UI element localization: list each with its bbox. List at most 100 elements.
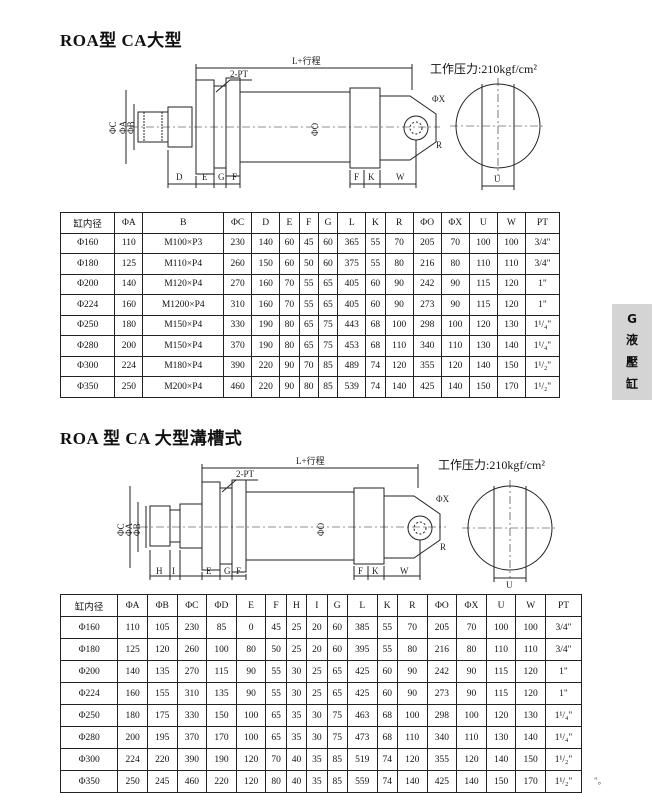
table-cell: 340 — [412, 335, 442, 357]
table-cell: 125 — [117, 638, 148, 661]
section1-port-label: 2-PT — [230, 69, 249, 79]
table-cell: 425 — [426, 770, 458, 793]
table-cell: 443 — [337, 314, 367, 336]
table-cell: 120 — [396, 748, 428, 771]
dimension-label: F — [358, 566, 363, 576]
dimension-label: ΦA — [118, 120, 128, 134]
table-cell: 35 — [306, 748, 328, 771]
bore-size-cell: Φ224 — [59, 682, 119, 705]
table-cell: 65 — [265, 726, 287, 749]
dimension-label: ΦX — [436, 494, 450, 504]
table-cell: 1¹/₂" — [544, 770, 583, 793]
bore-size-cell: Φ180 — [59, 638, 119, 661]
table-cell: 180 — [117, 704, 148, 727]
dimension-label: ΦC — [108, 121, 118, 134]
table-cell: 90 — [396, 660, 428, 683]
column-header: R — [384, 212, 414, 234]
table-cell: 140 — [440, 376, 470, 398]
table-cell: 3/4" — [544, 616, 583, 639]
table-cell: 80 — [396, 638, 428, 661]
table-cell: 100 — [384, 314, 414, 336]
table-cell: 220 — [251, 376, 281, 398]
table-cell: 110 — [456, 726, 487, 749]
table-cell: 230 — [176, 616, 208, 639]
table-cell: 75 — [317, 314, 339, 336]
table-cell: 55 — [265, 660, 287, 683]
side-tab-hydraulic-cylinder[interactable]: G 液 壓 缸 — [612, 304, 652, 400]
table-cell: 120 — [496, 273, 526, 295]
section1-stroke-label: L+行程 — [292, 55, 321, 66]
table-cell: 425 — [412, 376, 442, 398]
table-cell: 150 — [206, 704, 237, 727]
section1-title: ROA型 CA大型 — [60, 31, 183, 50]
table-cell: M1200×P4 — [142, 294, 225, 316]
table-cell: 370 — [223, 335, 253, 357]
bore-size-cell: Φ250 — [59, 704, 119, 727]
table-cell: 90 — [384, 294, 414, 316]
column-header: R — [396, 594, 428, 617]
table-cell: 519 — [346, 748, 378, 771]
dimension-label: F — [354, 172, 359, 182]
table-cell: 130 — [468, 335, 498, 357]
table-cell: 220 — [251, 355, 281, 377]
column-header: ΦC — [223, 212, 253, 234]
table-cell: 100 — [485, 616, 517, 639]
table-cell: 170 — [496, 376, 526, 398]
dimension-label: F — [232, 172, 237, 182]
table-cell: 100 — [235, 704, 267, 727]
table-cell: 70 — [396, 616, 428, 639]
table-cell: 220 — [206, 770, 237, 793]
table-cell: 120 — [235, 770, 267, 793]
table-cell: 330 — [176, 704, 208, 727]
column-header: U — [468, 212, 498, 234]
column-header: F — [265, 594, 287, 617]
column-header: ΦO — [412, 212, 442, 234]
table-cell: 90 — [384, 273, 414, 295]
table-cell: 35 — [306, 770, 328, 793]
table-cell: 120 — [515, 660, 546, 683]
table-cell: 190 — [251, 335, 281, 357]
table-cell: 160 — [114, 294, 144, 316]
table-cell: 90 — [396, 682, 428, 705]
table-cell: 150 — [496, 355, 526, 377]
table-cell: 65 — [265, 704, 287, 727]
side-tab-char: 缸 — [625, 376, 638, 391]
table-cell: 140 — [515, 726, 546, 749]
table-cell: 175 — [146, 704, 178, 727]
table-cell: 40 — [285, 748, 308, 771]
table-cell: 330 — [223, 314, 253, 336]
table-cell: 85 — [326, 748, 348, 771]
table-cell: 216 — [426, 638, 458, 661]
table-cell: 85 — [317, 355, 339, 377]
table-cell: 70 — [456, 616, 487, 639]
table-cell: 90 — [279, 376, 300, 398]
table-cell: 1¹/₂" — [524, 355, 561, 377]
column-header: K — [376, 594, 398, 617]
column-header: L — [337, 212, 367, 234]
section2-title: ROA 型 CA 大型溝槽式 — [60, 429, 243, 448]
column-header: ΦA — [117, 594, 148, 617]
table-cell: 250 — [114, 376, 144, 398]
table-cell: 3/4" — [524, 232, 561, 254]
table-cell: 55 — [298, 294, 319, 316]
table-cell: 68 — [376, 704, 398, 727]
bore-size-cell: Φ160 — [59, 232, 116, 254]
table-cell: 74 — [376, 770, 398, 793]
table-cell: 1" — [544, 682, 583, 705]
table-cell: 1¹/₄" — [524, 335, 561, 357]
table-cell: 130 — [485, 726, 517, 749]
table-cell: 35 — [285, 704, 308, 727]
table-cell: 273 — [426, 682, 458, 705]
dimension-label: U — [506, 580, 513, 590]
bore-size-cell: Φ180 — [59, 253, 116, 275]
table-cell: 150 — [485, 770, 517, 793]
table-cell: 90 — [440, 273, 470, 295]
side-tab-char: 液 — [625, 333, 638, 348]
table-cell: 273 — [412, 294, 442, 316]
table-cell: 120 — [384, 355, 414, 377]
